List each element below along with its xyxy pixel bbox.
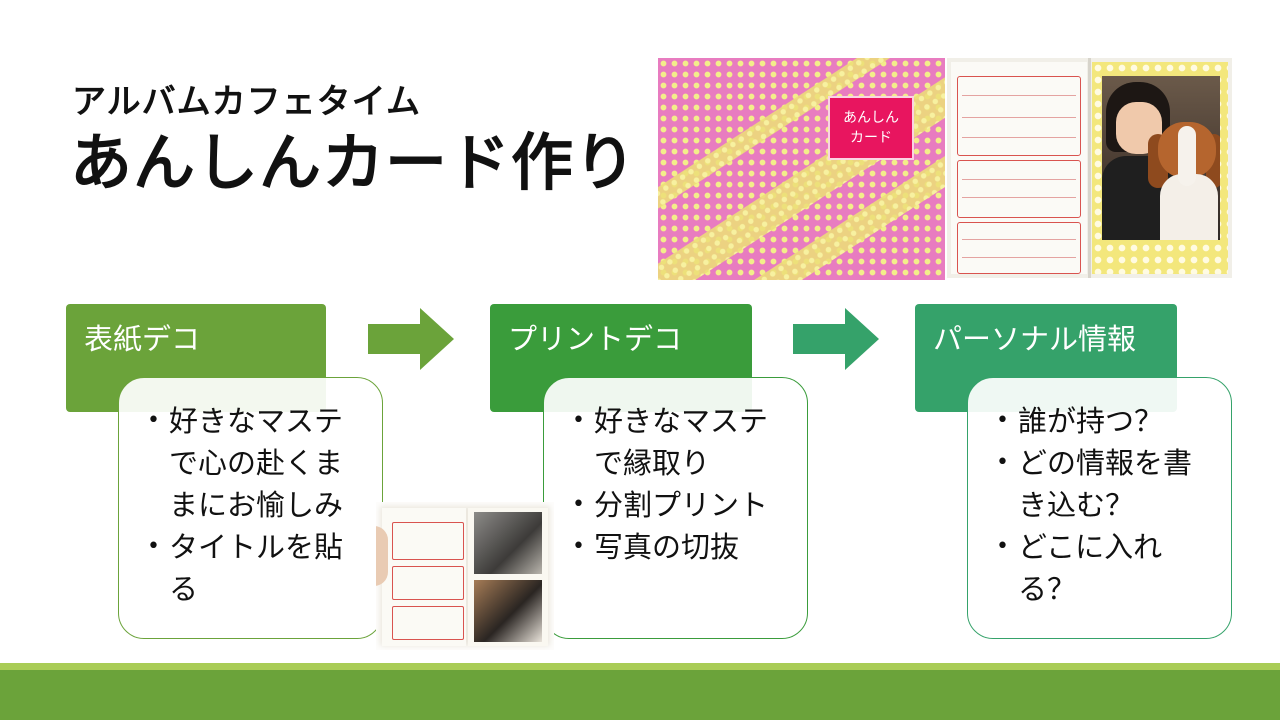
page-title: あんしんカード作り [70, 126, 638, 199]
cover-photo: あんしん カード [658, 58, 945, 280]
cover-title-label: あんしん カード [828, 96, 914, 160]
bullet-item: 写真の切抜 [572, 526, 789, 568]
girl-dog-photo [474, 580, 542, 642]
cover-label-line1: あんしん [843, 110, 899, 126]
bullet-item: どの情報を書き込む？ [996, 442, 1213, 526]
step-header-label: 表紙デコ [84, 322, 201, 356]
dotted-photo-frame [1092, 62, 1228, 274]
bullet-item: 誰が持つ？ [996, 400, 1213, 442]
arrow-right-icon [368, 308, 454, 370]
bullet-item: どこに入れる？ [996, 526, 1213, 610]
hand [376, 526, 388, 586]
footer-accent-bar [0, 663, 1280, 670]
booklet-photo [376, 502, 554, 650]
bullet-item: タイトルを貼る [147, 526, 364, 610]
step-content-print-deco: 好きなマステで縁取り 分割プリント 写真の切抜 [543, 377, 808, 639]
arrow-shape [368, 308, 454, 370]
booklet-photo-page [468, 508, 548, 646]
girl-and-dog-photo [1102, 76, 1220, 240]
step-content-personal-info: 誰が持つ？ どの情報を書き込む？ どこに入れる？ [967, 377, 1232, 639]
footer-bar [0, 670, 1280, 720]
step-header-label: パーソナル情報 [933, 322, 1137, 356]
bullet-item: 好きなマステで心の赴くままにお愉しみ [147, 400, 364, 526]
card-inside-photo [947, 58, 1232, 278]
arrow-right-icon [793, 308, 879, 370]
arrow-shape [793, 308, 879, 370]
form-section [957, 222, 1081, 274]
form-section [957, 160, 1081, 218]
card-gutter [1088, 58, 1091, 278]
step-content-cover-deco: 好きなマステで心の赴くままにお愉しみ タイトルを貼る [118, 377, 383, 639]
step-header-label: プリントデコ [508, 322, 683, 356]
cover-label-line2: カード [850, 130, 892, 146]
guitar-photo [474, 512, 542, 574]
form-section [957, 76, 1081, 156]
emergency-form-page [951, 62, 1087, 274]
title-subtitle: アルバムカフェタイム [72, 82, 421, 122]
bullet-item: 分割プリント [572, 484, 789, 526]
booklet-form-page [382, 508, 466, 646]
bullet-item: 好きなマステで縁取り [572, 400, 789, 484]
